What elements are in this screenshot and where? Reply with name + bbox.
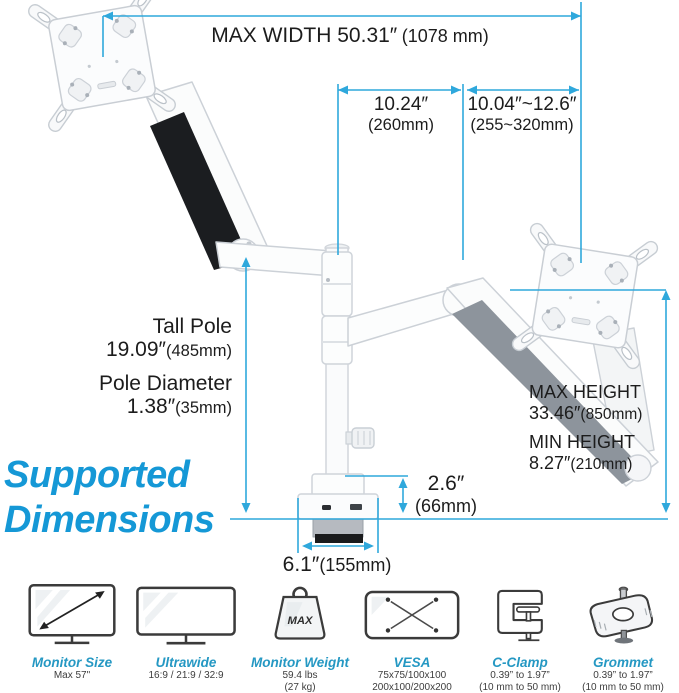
min-height-inches: 8.27″ [529,453,570,473]
max-height-mm: (850mm) [580,406,642,423]
feature-c-clamp-detail1: 0.39” to 1.97” [464,670,576,682]
arm-reach-dimension-label: 10.24″ (260mm) [336,94,466,135]
feature-grommet-label: Grommet [574,655,672,670]
ultrawide-icon [134,582,238,650]
tall-pole-inches: 19.09″ [106,338,166,361]
pole-diameter-inches: 1.38″ [127,395,175,418]
feature-monitor-weight: MAX Monitor Weight 59.4 lbs (27 kg) [242,582,358,693]
feature-ultrawide-detail: 16:9 / 21:9 / 32:9 [132,670,240,682]
feature-ultrawide-label: Ultrawide [132,655,240,670]
arm-reach-mm: (260mm) [336,116,466,135]
vesa-icon [362,582,462,650]
headline-line2: Dimensions [4,498,214,543]
max-height-title: MAX HEIGHT [529,382,679,403]
feature-vesa: VESA 75x75/100x100 200x100/200x200 [356,582,468,693]
base-width-dimension-label: 6.1″(155mm) [262,553,412,577]
base-width-inches: 6.1″ [283,553,320,576]
feature-monitor-size-label: Monitor Size [12,655,132,670]
min-height-mm: (210mm) [570,456,632,473]
feature-c-clamp-label: C-Clamp [464,655,576,670]
desk-clamp-base [298,474,378,543]
max-height-inches: 33.46″ [529,403,580,423]
pole-clamp-knob [346,428,374,448]
feature-vesa-detail1: 75x75/100x100 [356,670,468,682]
base-height-mm: (66mm) [408,496,484,517]
height-dimension-label: MAX HEIGHT 33.46″(850mm) MIN HEIGHT 8.27… [529,382,679,475]
max-width-value: MAX WIDTH 50.31″ [211,24,397,47]
feature-vesa-label: VESA [356,655,468,670]
feature-ultrawide: Ultrawide 16:9 / 21:9 / 32:9 [132,582,240,682]
monitor-weight-icon: MAX [255,582,345,650]
base-height-inches: 2.6″ [408,472,484,496]
feature-grommet-detail1: 0.39” to 1.97” [574,670,672,682]
base-height-dimension-label: 2.6″ (66mm) [408,472,484,517]
arm-reach-inches: 10.24″ [336,94,466,116]
min-height-title: MIN HEIGHT [529,432,679,453]
pole-diameter-mm: (35mm) [175,399,232,417]
feature-c-clamp-detail2: (10 mm to 50 mm) [464,682,576,693]
feature-monitor-weight-detail1: 59.4 lbs [242,670,358,682]
feature-monitor-weight-label: Monitor Weight [242,655,358,670]
tall-pole-mm: (485mm) [166,342,232,360]
tall-pole-title: Tall Pole [85,315,232,338]
feature-monitor-size: Monitor Size Max 57" [12,582,132,682]
feature-grommet-detail2: (10 mm to 50 mm) [574,682,672,693]
headline-line1: Supported [4,453,214,498]
c-clamp-icon [478,582,562,650]
arm-reach-adjustable-mm: (255~320mm) [458,116,586,135]
arm-reach-adjustable-dimension-label: 10.04″~12.6″ (255~320mm) [458,94,586,135]
pole [322,244,374,486]
feature-vesa-detail2: 200x100/200x200 [356,682,468,693]
max-width-mm: (1078 mm) [402,26,489,46]
feature-monitor-size-detail: Max 57" [12,670,132,682]
max-width-dimension-label: MAX WIDTH 50.31″ (1078 mm) [130,24,570,48]
base-width-mm: (155mm) [319,555,391,575]
feature-grommet: Grommet 0.39” to 1.97” (10 mm to 50 mm) [574,582,672,693]
grommet-icon [579,582,667,650]
headline: Supported Dimensions [4,453,214,543]
monitor-size-icon [22,582,122,650]
tall-pole-dimension-label: Tall Pole 19.09″(485mm) Pole Diameter 1.… [85,315,232,420]
feature-monitor-weight-detail2: (27 kg) [242,682,358,693]
weight-max-text: MAX [288,615,314,627]
arm-reach-adjustable-inches: 10.04″~12.6″ [458,94,586,116]
feature-c-clamp: C-Clamp 0.39” to 1.97” (10 mm to 50 mm) [464,582,576,693]
pole-diameter-title: Pole Diameter [85,372,232,395]
